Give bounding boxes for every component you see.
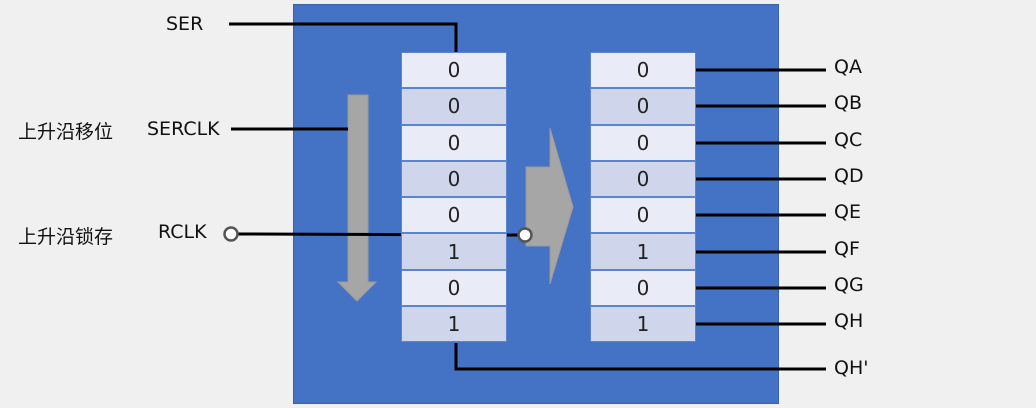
- output-label-qh: QH: [834, 310, 864, 332]
- storage-register-cell: 0: [590, 52, 696, 89]
- serclk-desc: 上升沿移位: [18, 121, 114, 143]
- serclk-label: SERCLK: [147, 118, 220, 140]
- qh-prime-label: QH': [834, 357, 869, 379]
- rclk-label: RCLK: [158, 221, 207, 243]
- qh-prime-wire: [454, 343, 826, 371]
- output-label-qb: QB: [834, 92, 862, 114]
- shift-register-cell: 0: [401, 269, 507, 307]
- shift-register-cell: 0: [401, 52, 507, 89]
- storage-register-cell: 0: [590, 197, 696, 234]
- shift-register-cell: 1: [401, 233, 507, 270]
- ser-label: SER: [166, 13, 204, 35]
- ser-wire: [229, 22, 458, 52]
- output-label-qd: QD: [834, 165, 864, 187]
- output-label-qa: QA: [834, 56, 862, 78]
- storage-register-cell: 0: [590, 88, 696, 125]
- shift-register-cell: 0: [401, 124, 507, 161]
- shift-register-cell: 0: [401, 88, 507, 125]
- storage-register-cell: 0: [590, 160, 696, 198]
- output-label-qc: QC: [834, 129, 863, 151]
- output-label-qg: QG: [834, 274, 864, 296]
- output-label-qe: QE: [834, 201, 861, 223]
- rclk-input-terminal-icon: [223, 226, 239, 242]
- rclk-latch-terminal-icon: [517, 227, 533, 243]
- latch-direction-arrow-icon: [525, 127, 574, 285]
- storage-register-cell: 1: [590, 306, 696, 343]
- shift-register-cell: 0: [401, 160, 507, 198]
- storage-register-cell: 1: [590, 233, 696, 270]
- output-wires: [696, 68, 826, 326]
- shift-register-cell: 1: [401, 306, 507, 343]
- output-label-qf: QF: [834, 238, 860, 260]
- shift-register-cell: 0: [401, 197, 507, 234]
- storage-register-cell: 0: [590, 269, 696, 307]
- shift-direction-arrow-icon: [336, 94, 378, 302]
- rclk-desc: 上升沿锁存: [18, 226, 114, 248]
- storage-register-cell: 0: [590, 124, 696, 161]
